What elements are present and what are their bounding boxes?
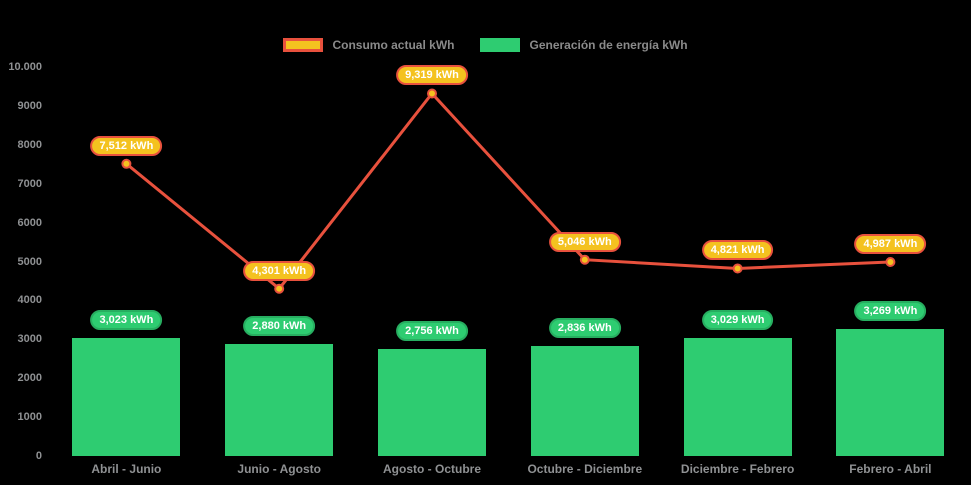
- x-axis-label: Agosto - Octubre: [383, 462, 481, 476]
- generacion-legend-swatch-icon: [480, 38, 521, 52]
- bar-value-label: 2,880 kWh: [243, 315, 316, 336]
- y-axis-tick-label: 5000: [17, 255, 42, 268]
- line-point-marker[interactable]: [121, 158, 132, 169]
- x-axis-label: Febrero - Abril: [849, 462, 932, 476]
- y-axis-tick-label: 7000: [17, 177, 42, 190]
- legend-item-generacion[interactable]: Generación de energía kWh: [480, 38, 688, 52]
- legend-item-consumo[interactable]: Consumo actual kWh: [283, 38, 454, 52]
- bar-value-label: 2,836 kWh: [548, 317, 621, 338]
- bar-value-label: 3,269 kWh: [854, 300, 927, 321]
- line-point-marker[interactable]: [732, 263, 743, 274]
- x-axis-label: Diciembre - Febrero: [680, 462, 795, 476]
- y-axis-tick-label: 8000: [17, 138, 42, 151]
- y-axis-tick-label: 4000: [17, 294, 42, 307]
- line-point-marker[interactable]: [885, 257, 896, 268]
- line-value-label: 4,987 kWh: [854, 234, 927, 254]
- y-axis-tick-label: 6000: [17, 216, 42, 229]
- x-axis-label: Octubre - Diciembre: [527, 462, 643, 476]
- line-value-label: 7,512 kWh: [90, 135, 163, 156]
- bar-generacion[interactable]: [836, 328, 945, 456]
- line-value-label: 5,046 kWh: [548, 231, 621, 252]
- bar-value-label: 3,023 kWh: [90, 310, 163, 331]
- line-point-marker[interactable]: [274, 283, 285, 294]
- bar-value-label: 2,756 kWh: [396, 320, 468, 341]
- bar-generacion[interactable]: [530, 345, 639, 456]
- y-axis-tick-label: 2000: [17, 372, 42, 385]
- bar-generacion[interactable]: [683, 338, 792, 456]
- x-axis-label: Junio - Agosto: [237, 462, 321, 476]
- chart-legend: Consumo actual kWh Generación de energía…: [0, 38, 971, 52]
- y-axis-tick-label: 3000: [17, 333, 42, 346]
- y-axis-tick-label: 0: [35, 450, 42, 462]
- legend-label-generacion: Generación de energía kWh: [529, 38, 688, 52]
- x-axis-label: Abril - Junio: [91, 462, 162, 476]
- consumo-line: [125, 91, 891, 291]
- line-value-label: 4,821 kWh: [701, 240, 774, 261]
- line-value-label: 9,319 kWh: [396, 65, 468, 86]
- legend-label-consumo: Consumo actual kWh: [332, 38, 455, 52]
- consumo-legend-swatch-icon: [283, 38, 324, 52]
- y-axis-tick-label: 10.000: [8, 61, 42, 73]
- line-point-marker[interactable]: [579, 254, 590, 265]
- line-value-label: 4,301 kWh: [243, 260, 316, 281]
- y-axis-tick-label: 9000: [17, 99, 42, 112]
- y-axis-tick-label: 1000: [17, 411, 42, 424]
- bar-generacion[interactable]: [225, 343, 334, 456]
- bar-value-label: 3,029 kWh: [701, 310, 774, 331]
- bar-generacion[interactable]: [72, 338, 181, 456]
- bar-generacion[interactable]: [378, 348, 486, 456]
- line-point-marker[interactable]: [427, 88, 437, 99]
